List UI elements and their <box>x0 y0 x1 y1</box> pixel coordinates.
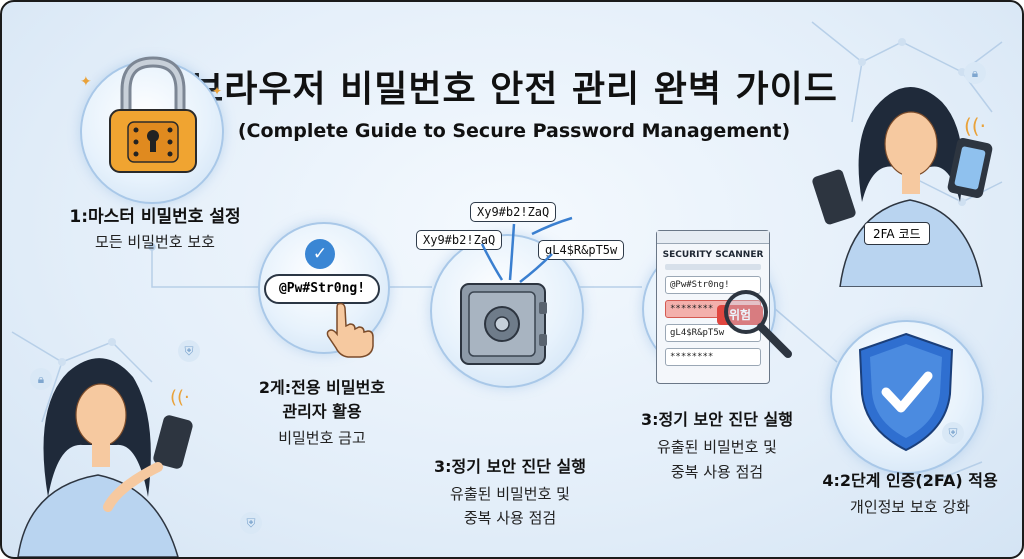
step1-desc: 모든 비밀번호 보호 <box>95 233 215 251</box>
person-with-phone-illustration <box>812 87 993 287</box>
step1-title: 1:마스터 비밀번호 설정 <box>69 207 241 227</box>
shield-icon: ⛨ <box>240 512 262 534</box>
sparkle-icon: ✦ <box>212 84 223 98</box>
step3-right-desc-line1: 유출된 비밀번호 및 <box>657 438 777 456</box>
scanner-title: SECURITY SCANNER <box>662 250 764 260</box>
scanner-row: @Pw#Str0ng! <box>665 276 761 294</box>
lock-icon: 🔒︎ <box>964 62 986 84</box>
magnifier-icon <box>724 290 792 358</box>
scanner-row: ******** <box>665 348 761 366</box>
password-chip: Xy9#b2!ZaQ <box>470 202 557 222</box>
step3-right-desc-line2: 중복 사용 점검 <box>670 463 764 481</box>
wifi-icon: ((· <box>170 387 190 408</box>
wifi-icon: ((· <box>964 114 986 138</box>
scanner-progress <box>665 264 761 270</box>
shield-icon <box>858 332 954 452</box>
step2-title-line1: 2게:전용 비밀번호 <box>258 378 386 397</box>
scanner-titlebar <box>657 231 769 244</box>
sparkle-icon: ✦ <box>80 74 92 90</box>
person-with-phone-illustration <box>17 358 193 557</box>
password-pill: @Pw#Str0ng! <box>264 274 380 304</box>
checkmark-icon: ✓ <box>305 239 335 269</box>
page-title: 브라우저 비밀번호 안전 관리 완벽 가이드 <box>190 69 838 110</box>
lock-icon: 🔒︎ <box>30 368 52 390</box>
step3-center-desc-line1: 유출된 비밀번호 및 <box>450 485 570 503</box>
step3-center-title: 3:정기 보안 진단 실행 <box>433 457 586 476</box>
step3-right-title: 3:정기 보안 진단 실행 <box>640 410 793 429</box>
step4-desc: 개인정보 보호 강화 <box>850 498 970 516</box>
2fa-code-badge: 2FA 코드 <box>864 222 930 245</box>
step2-desc: 비밀번호 금고 <box>278 429 366 447</box>
step3-center-desc-line2: 중복 사용 점검 <box>463 509 557 527</box>
shield-icon: ⛨ <box>178 340 200 362</box>
padlock-icon <box>109 56 197 173</box>
page-subtitle: (Complete Guide to Secure Password Manag… <box>237 120 791 142</box>
password-chip: gL4$R&pT5w <box>538 240 625 260</box>
pointing-hand-icon <box>326 302 374 358</box>
step2-title-line2: 관리자 활용 <box>282 402 362 421</box>
step4-title: 4:2단계 인증(2FA) 적용 <box>822 471 998 490</box>
arrows-icon <box>480 216 573 283</box>
vault-icon <box>460 283 547 365</box>
shield-icon: ⛨ <box>942 422 964 444</box>
password-chip: Xy9#b2!ZaQ <box>416 230 503 250</box>
